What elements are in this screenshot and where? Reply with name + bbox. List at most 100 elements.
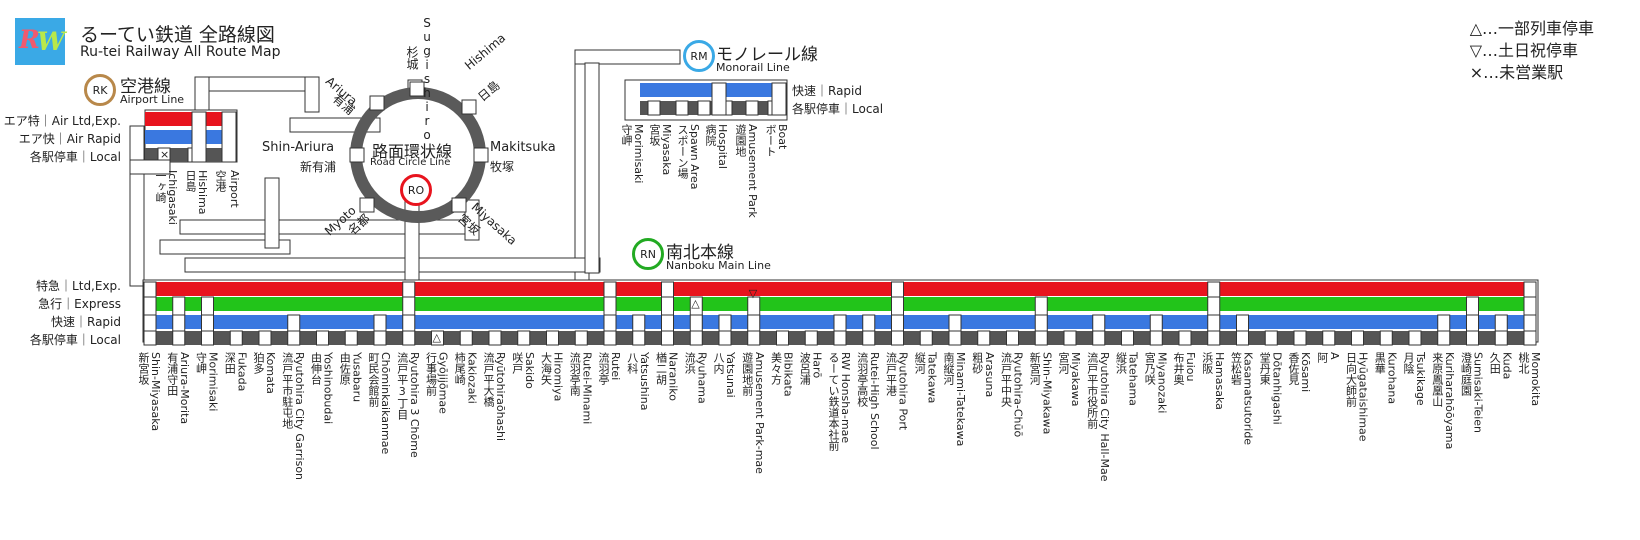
nanboku-rapid-stop (1437, 314, 1451, 332)
airport-station-name-en: Ichigasaki (166, 170, 179, 225)
nanboku-local-stop (1351, 330, 1364, 346)
circle-stop-ariura (369, 95, 385, 111)
nanboku-station-name-en: Miyanozaki (1155, 352, 1169, 414)
nanboku-local-stop (1264, 330, 1278, 346)
nanboku-local-stop (287, 330, 301, 346)
map-subtitle: Ru-tei Railway All Route Map (80, 44, 281, 60)
nanboku-station-name-en: Bibikata (781, 352, 795, 397)
nanboku-station-name-jp: 狛多 (252, 352, 265, 374)
nanboku-local-stop (977, 330, 991, 346)
monorail-stop (647, 100, 661, 116)
monorail-station-name-jp: スポーン場 (676, 124, 689, 179)
nanboku-station-name-en: Kakiozaki (465, 352, 479, 404)
nanboku-station-name-jp: 楢二胡 (654, 352, 668, 385)
nanboku-station-name-jp: 宮乃咲 (1143, 352, 1157, 385)
nanboku-stop-marker: ▽ (748, 287, 758, 300)
nanboku-station-name-en: Fuiou (1184, 352, 1197, 382)
nanboku-stop-marker: △ (432, 331, 441, 344)
nanboku-rapid-stop (661, 314, 674, 332)
nanboku-express-bar (145, 297, 1536, 311)
connector-track (464, 199, 480, 241)
nanboku-station-name-jp: 流浜 (683, 352, 697, 374)
nanboku-station-name-jp: 大海矢 (539, 352, 553, 385)
logo-letter-r: R (19, 25, 40, 54)
nanboku-station-name-en: Tatekawa (925, 352, 939, 404)
nanboku-local-stop (862, 330, 876, 346)
nanboku-station-name-jp: 流戸平中央 (999, 352, 1013, 407)
monorail-stop (697, 100, 711, 116)
monorail-station-name-en: Spawn Area (688, 124, 701, 190)
circle-station-sugishiro-jp: 杉城 (405, 46, 419, 70)
nanboku-rapid-stop (201, 314, 214, 332)
nanboku-station-name-jp: 布井奥 (1172, 352, 1185, 385)
monorail-line-name-en: Monorail Line (716, 61, 790, 74)
nanboku-station-name-jp: 南縦河 (942, 352, 955, 385)
nanboku-local-stop (632, 330, 646, 346)
nanboku-local-stop (1092, 330, 1106, 346)
nanboku-station-name-en: Ryutohira-Chūō (1011, 352, 1025, 438)
nanboku-station-name-en: Ryutohira 3 Chōme (407, 352, 421, 458)
nanboku-station-name-en: Rutei-High School (867, 352, 881, 450)
nanboku-service-express: 急行｜Express (38, 297, 121, 311)
airport-line-name: 空港線 (120, 77, 171, 97)
nanboku-station-name-jp: 来原鳳凰山 (1430, 352, 1444, 407)
nanboku-station-name-jp: 縦浜 (1114, 352, 1128, 374)
nanboku-rapid-stop (1034, 314, 1048, 332)
nanboku-local-stop (1121, 330, 1134, 346)
monorail-station-name-jp: 病院 (704, 124, 717, 146)
nanboku-rapid-stop (948, 314, 962, 332)
circle-stop-miyasaka (451, 197, 467, 213)
nanboku-stop-marker: △ (691, 297, 700, 310)
legend-weekend-stop: ▽…土日祝停車 (1469, 41, 1578, 60)
airport-stop-airport-bar (221, 111, 237, 163)
nanboku-rapid-stop (891, 314, 904, 332)
monorail-station-name-en: Morimisaki (632, 124, 645, 184)
circle-station-makitsuka-jp: 牧塚 (490, 160, 515, 174)
nanboku-station-name-en: Shin-Miyakawa (1040, 352, 1054, 435)
monorail-station-name-jp: 守岬 (620, 124, 633, 146)
nanboku-local-stop (258, 330, 272, 346)
nanboku-station-name-en: Tsukikage (1414, 352, 1427, 406)
nanboku-station-name-jp: 新宮河 (1028, 352, 1042, 385)
nanboku-station-name-jp: 流羽亭高校 (855, 352, 869, 407)
nanboku-station-name-jp: 流戸平3丁目 (395, 352, 409, 420)
monorail-station-name-jp: 宮坂 (648, 124, 661, 146)
nanboku-station-name-en: Shin-Miyasaka (149, 352, 162, 432)
map-title: るーてい鉄道 全路線図 (80, 24, 275, 46)
circle-line-badge: RO (400, 174, 432, 206)
monorail-line-badge: RM (683, 40, 715, 72)
nanboku-local-stop (229, 330, 243, 346)
nanboku-station-name-jp: 桃北 (1517, 352, 1530, 374)
nanboku-local-stop (459, 330, 473, 346)
nanboku-service-rapid: 快速｜Rapid (51, 315, 121, 329)
nanboku-local-stop (1523, 330, 1537, 346)
nanboku-local-stop (1034, 330, 1048, 346)
nanboku-rapid-stop (1207, 314, 1221, 332)
nanboku-local-stop (431, 330, 444, 346)
airport-stop-hishima-bar (191, 111, 207, 163)
nanboku-rapid-stop (373, 314, 387, 332)
nanboku-station-name-en: Minami-Tatekawa (954, 352, 967, 447)
nanboku-local-stop (1322, 330, 1336, 346)
nanboku-station-name-en: Arasuna (982, 352, 996, 398)
nanboku-local-stop (718, 330, 732, 346)
nanboku-local-stop (1494, 330, 1508, 346)
nanboku-local-stop (1437, 330, 1451, 346)
nanboku-station-name-jp: 浜阪 (1200, 352, 1214, 374)
monorail-stop-hospital-bar (711, 82, 727, 116)
logo-letter-w: W (37, 27, 66, 56)
nanboku-rapid-stop (143, 314, 157, 332)
nanboku-station-name-en: Hiromiya (551, 352, 565, 402)
nanboku-station-name-en: Tatehama (1126, 352, 1140, 406)
monorail-station-name-jp: 遊園地 (734, 124, 747, 157)
nanboku-station-name-en: RW Honsha-mae (839, 352, 852, 444)
nanboku-station-name-jp: 行事場前 (424, 352, 438, 396)
nanboku-local-stop (488, 330, 502, 346)
nanboku-express-stop (1466, 296, 1479, 316)
nanboku-local-stop (919, 330, 933, 346)
nanboku-station-name-en: Gyōjijōmae (436, 352, 450, 414)
monorail-station-name-jp: ボート (764, 124, 777, 157)
connector-track (194, 76, 306, 92)
nanboku-station-name-en: Yusabaru (350, 352, 364, 403)
